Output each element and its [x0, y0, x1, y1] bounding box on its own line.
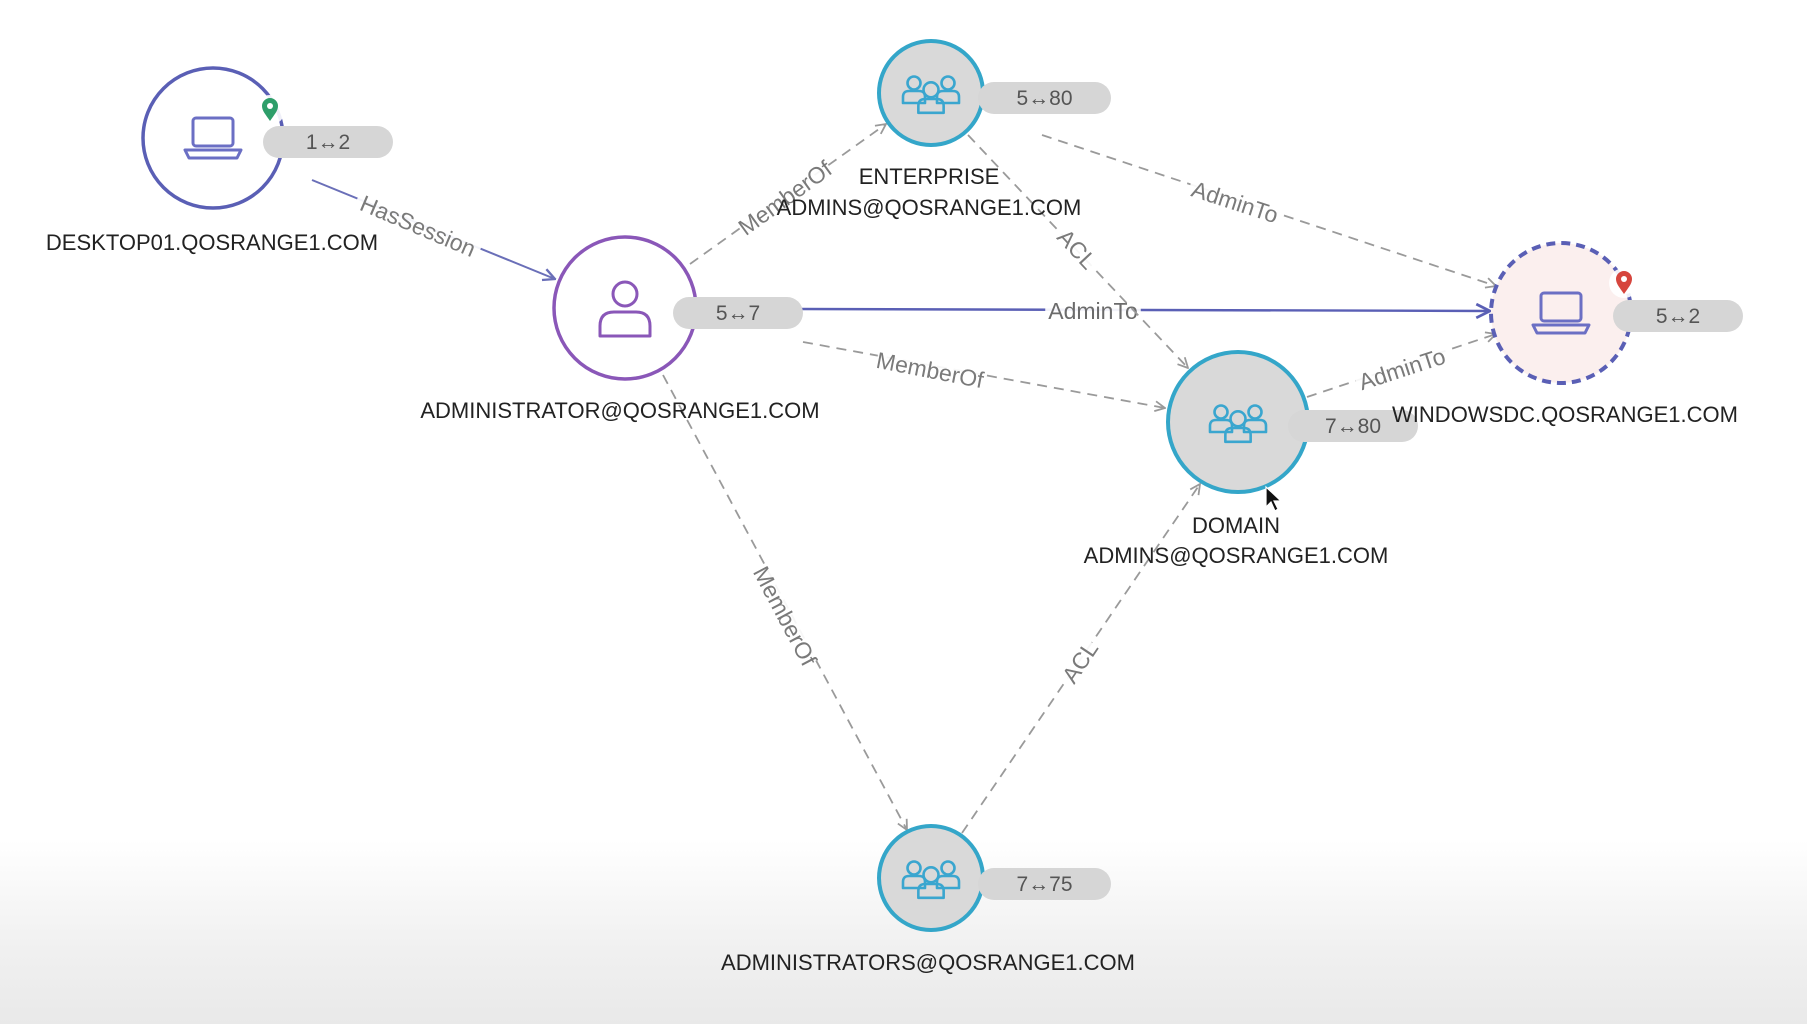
- svg-text:5↔7: 5↔7: [716, 302, 760, 325]
- svg-text:7↔80: 7↔80: [1325, 415, 1381, 438]
- edge-label: AdminTo: [1048, 298, 1137, 324]
- svg-text:5↔2: 5↔2: [1656, 305, 1700, 328]
- edge-line[interactable]: [799, 309, 1490, 311]
- edge-label: ACL: [1057, 636, 1104, 688]
- edge-label: MemberOf: [874, 347, 986, 393]
- svg-text:5↔80: 5↔80: [1016, 87, 1072, 110]
- node-badge: 5↔80: [978, 82, 1111, 114]
- node-label: ADMINS@QOSRANGE1.COM: [1084, 543, 1389, 568]
- node-label: ENTERPRISE: [859, 164, 1000, 189]
- edge-memberof-administrator-domain_admins[interactable]: MemberOf: [802, 341, 1165, 408]
- node-label: WINDOWSDC.QOSRANGE1.COM: [1392, 402, 1738, 427]
- edge-adminto-domain_admins-windowsdc[interactable]: AdminTo: [1306, 334, 1496, 398]
- group-icon: [901, 75, 961, 115]
- group-icon: [1208, 404, 1268, 444]
- edge-adminto-administrator-windowsdc[interactable]: AdminTo: [799, 297, 1490, 324]
- edge-label: ACL: [1052, 224, 1102, 275]
- node-label: DESKTOP01.QOSRANGE1.COM: [46, 230, 378, 255]
- node-badge: 7↔75: [978, 868, 1111, 900]
- laptop-icon: [183, 116, 243, 160]
- laptop-icon: [1531, 291, 1591, 335]
- edge-label: AdminTo: [1188, 176, 1281, 228]
- node-label: DOMAIN: [1192, 513, 1280, 538]
- node-label: ADMINS@QOSRANGE1.COM: [777, 195, 1082, 220]
- node-circle[interactable]: [1489, 241, 1633, 385]
- edge-memberof-administrator-administrators[interactable]: MemberOf: [662, 374, 907, 830]
- node-circle[interactable]: [141, 66, 285, 210]
- node-circle[interactable]: [877, 824, 985, 932]
- node-badge: 1↔2: [263, 126, 393, 158]
- group-icon: [901, 860, 961, 900]
- edge-label: MemberOf: [748, 562, 822, 671]
- edge-acl-administrators-domain_admins[interactable]: ACL: [961, 484, 1200, 834]
- node-badge: 7↔80: [1288, 410, 1418, 442]
- edge-adminto-enterprise_admins-windowsdc[interactable]: AdminTo: [1041, 134, 1496, 286]
- user-icon: [598, 280, 652, 338]
- mouse-cursor-icon: [1265, 485, 1283, 512]
- svg-text:1↔2: 1↔2: [306, 131, 350, 154]
- node-badge: 5↔7: [673, 297, 803, 329]
- owned-pin-icon: [255, 95, 285, 125]
- node-circle[interactable]: [877, 39, 985, 147]
- svg-text:7↔75: 7↔75: [1016, 873, 1072, 896]
- node-circle[interactable]: [1166, 350, 1310, 494]
- node-label: ADMINISTRATOR@QOSRANGE1.COM: [420, 398, 819, 423]
- edge-label: AdminTo: [1355, 343, 1448, 395]
- node-badge: 5↔2: [1613, 300, 1743, 332]
- node-label: ADMINISTRATORS@QOSRANGE1.COM: [721, 950, 1135, 975]
- edge-acl-enterprise_admins-domain_admins[interactable]: ACL: [967, 134, 1188, 368]
- edge-line[interactable]: [802, 341, 1165, 408]
- target-pin-icon: [1609, 268, 1639, 298]
- edge-memberof-administrator-enterprise_admins[interactable]: MemberOf: [689, 124, 886, 265]
